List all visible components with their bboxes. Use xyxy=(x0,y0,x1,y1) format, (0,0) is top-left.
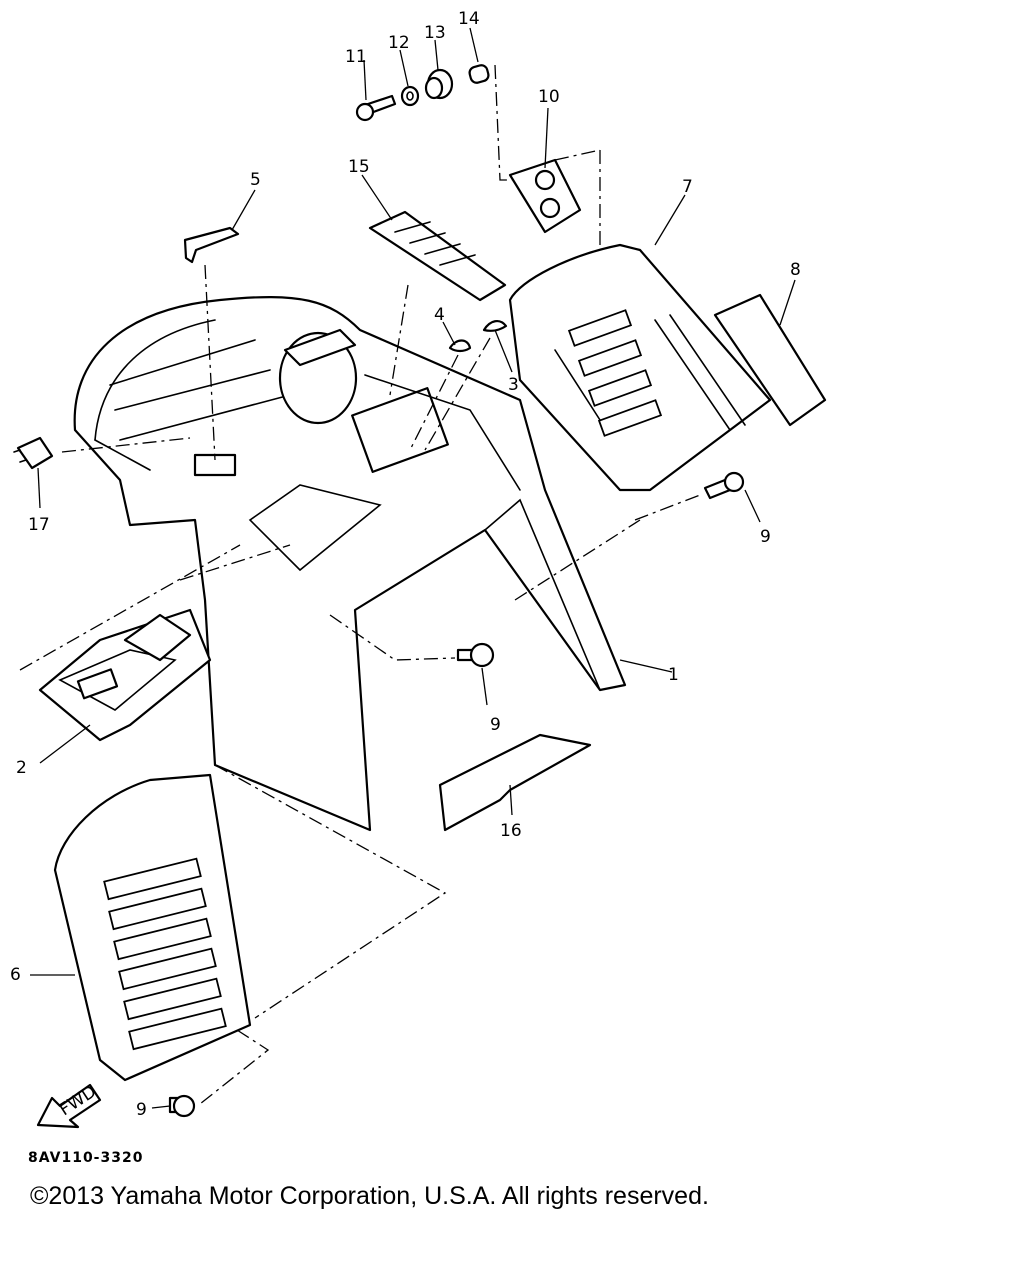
callout-9-bottom: 9 xyxy=(136,1100,147,1120)
decal-part-16 xyxy=(438,733,592,832)
leader-line xyxy=(363,59,367,101)
callout-16: 16 xyxy=(500,821,522,841)
grommet-part-13 xyxy=(424,68,454,100)
leader-line xyxy=(434,39,439,71)
callout-5: 5 xyxy=(250,170,261,190)
copyright-notice: ©2013 Yamaha Motor Corporation, U.S.A. A… xyxy=(30,1182,709,1210)
leader-line xyxy=(619,659,673,673)
leader-line xyxy=(231,189,256,231)
callout-11: 11 xyxy=(345,47,367,67)
side-panel-left-part-6 xyxy=(53,773,252,1082)
callout-17: 17 xyxy=(28,515,50,535)
callout-7: 7 xyxy=(682,177,693,197)
assembly-line xyxy=(389,284,409,396)
decal-part-15 xyxy=(368,210,507,302)
leader-line xyxy=(744,489,761,523)
callout-1: 1 xyxy=(668,665,679,685)
connector-part-17 xyxy=(13,436,54,470)
callout-12: 12 xyxy=(388,33,410,53)
assembly-line xyxy=(61,437,191,453)
assembly-line xyxy=(199,1029,270,1105)
leader-line xyxy=(442,321,456,346)
assembly-line xyxy=(514,519,641,601)
callout-2: 2 xyxy=(16,758,27,778)
screw-part-11 xyxy=(355,94,397,122)
bolt-part-9-center xyxy=(456,642,495,668)
callout-6: 6 xyxy=(10,965,21,985)
assembly-line xyxy=(409,354,459,451)
leader-line xyxy=(37,467,41,509)
callout-9-right: 9 xyxy=(760,527,771,547)
assembly-line xyxy=(214,764,447,1019)
leader-line xyxy=(399,49,409,87)
assembly-line xyxy=(424,337,491,451)
callout-8: 8 xyxy=(790,260,801,280)
assembly-line xyxy=(19,544,241,671)
assembly-line xyxy=(204,264,216,461)
clip-part-3 xyxy=(482,320,508,332)
cap-part-5 xyxy=(183,226,240,264)
leader-line xyxy=(361,174,393,221)
assembly-line xyxy=(179,544,291,581)
leader-line xyxy=(509,784,513,816)
strip-part-8 xyxy=(713,293,827,427)
assembly-line xyxy=(554,149,601,161)
collar-part-14 xyxy=(468,64,490,84)
bolt-part-9-bottom xyxy=(168,1094,196,1118)
leader-line xyxy=(494,329,513,373)
callout-4: 4 xyxy=(434,305,445,325)
callout-14: 14 xyxy=(458,9,480,29)
front-shroud-part-1 xyxy=(73,295,627,832)
front-direction-arrow: FWD xyxy=(36,1082,102,1129)
leader-line xyxy=(544,107,549,169)
bolt-part-9-right xyxy=(703,471,745,500)
leader-line xyxy=(481,667,488,706)
washer-part-12 xyxy=(400,85,420,107)
assembly-line xyxy=(634,494,701,521)
switch-box-part-2 xyxy=(38,608,212,742)
callout-15: 15 xyxy=(348,157,370,177)
assembly-line xyxy=(329,614,456,661)
leader-line xyxy=(779,279,796,326)
side-panel-right-part-7 xyxy=(508,243,772,492)
assembly-line xyxy=(494,64,512,181)
leader-line xyxy=(39,724,91,764)
parts-diagram: FWD 1 2 3 4 5 6 7 8 9 9 9 10 11 12 13 14… xyxy=(10,9,827,1129)
diagram-code: 8AV110-3320 xyxy=(28,1150,144,1166)
clip-part-4 xyxy=(448,339,472,353)
callout-3: 3 xyxy=(508,375,519,395)
callout-13: 13 xyxy=(424,23,446,43)
leader-line xyxy=(654,194,686,246)
latch-part-10 xyxy=(508,158,582,234)
callout-10: 10 xyxy=(538,87,560,107)
leader-line xyxy=(151,1105,171,1109)
callout-9-center: 9 xyxy=(490,715,501,735)
leader-line xyxy=(469,27,479,63)
